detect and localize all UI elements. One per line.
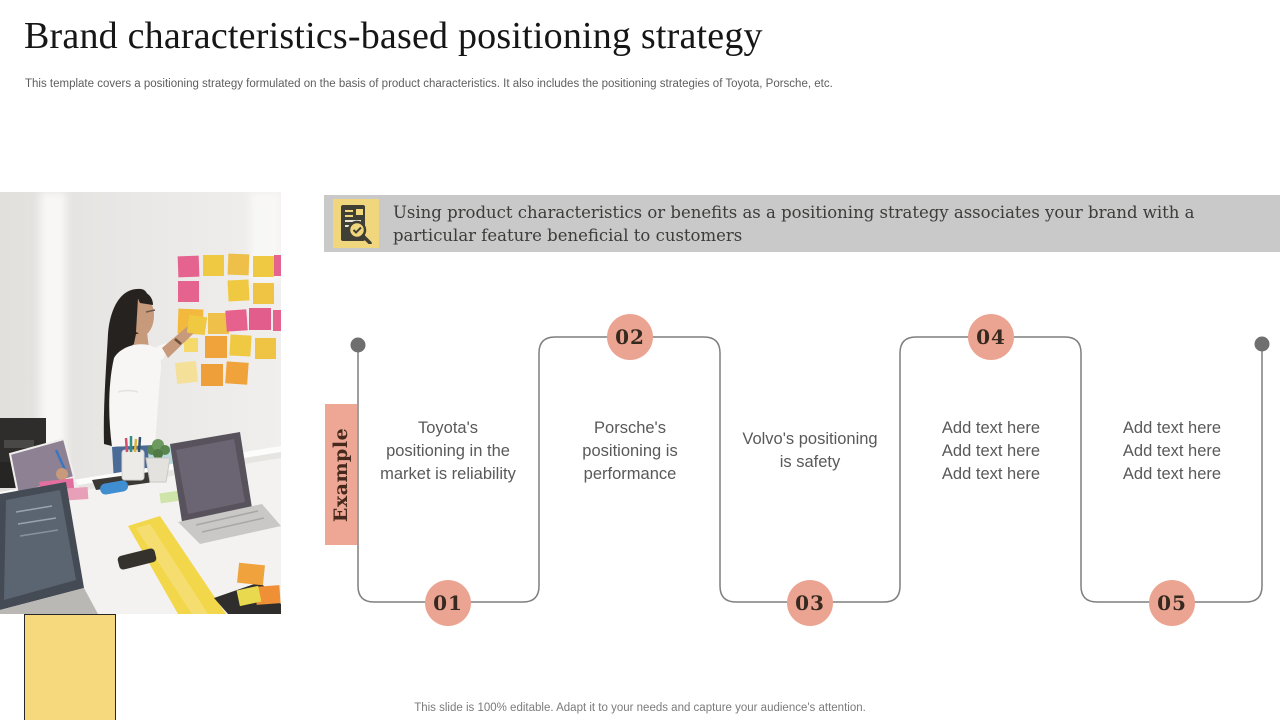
step-text-line: positioning in the	[386, 441, 510, 460]
document-search-check-icon	[333, 199, 379, 248]
example-label: Example	[330, 427, 353, 522]
sticky-notes	[175, 253, 281, 386]
step-number-badge: 03	[787, 580, 833, 626]
office-photo-illustration	[0, 192, 281, 614]
step-number-badge: 05	[1149, 580, 1195, 626]
callout-text: Using product characteristics or benefit…	[393, 203, 1195, 245]
step-text-line: Add text here	[941, 464, 1041, 483]
step-number: 05	[1157, 591, 1187, 615]
step-text-line: positioning is	[582, 441, 678, 460]
step-number: 01	[433, 591, 463, 615]
step-text-line: Add text here	[1122, 418, 1222, 437]
step-number-badge: 01	[425, 580, 471, 626]
slide-subtitle: This template covers a positioning strat…	[25, 78, 833, 90]
step-text-line: Add text here	[1122, 441, 1222, 460]
page-title: Brand characteristics-based positioning …	[24, 15, 763, 57]
step-number-badge: 02	[607, 314, 653, 360]
footer-note: This slide is 100% editable. Adapt it to…	[414, 702, 866, 714]
desk-items	[0, 418, 281, 614]
step-text-line: Porsche's	[594, 418, 666, 437]
step-text-line: Add text here	[1122, 464, 1222, 483]
step-text-line: performance	[583, 464, 677, 483]
step-text-line: is safety	[779, 453, 841, 471]
step-text-line: Add text here	[941, 418, 1041, 437]
step-text: Porsche's positioning is performance	[539, 405, 721, 497]
callout-banner: Using product characteristics or benefit…	[324, 195, 1280, 252]
step-number: 02	[615, 325, 645, 349]
step-text-line: market is reliability	[380, 464, 516, 483]
step-text-line: Add text here	[941, 441, 1041, 460]
step-text-line: Toyota's	[417, 418, 478, 437]
yellow-accent-rect	[24, 614, 116, 720]
step-text-line: Volvo's positioning	[742, 430, 878, 448]
step-text: Toyota's positioning in the market is reli…	[357, 405, 539, 497]
step-text: Volvo's positioning is safety	[719, 405, 901, 497]
example-tag: Example	[325, 404, 357, 545]
step-number: 03	[795, 591, 825, 615]
step-number-badge: 04	[968, 314, 1014, 360]
timeline-start-dot	[350, 337, 366, 353]
step-number: 04	[976, 325, 1006, 349]
office-photo	[0, 192, 281, 614]
timeline-end-dot	[1254, 336, 1270, 352]
